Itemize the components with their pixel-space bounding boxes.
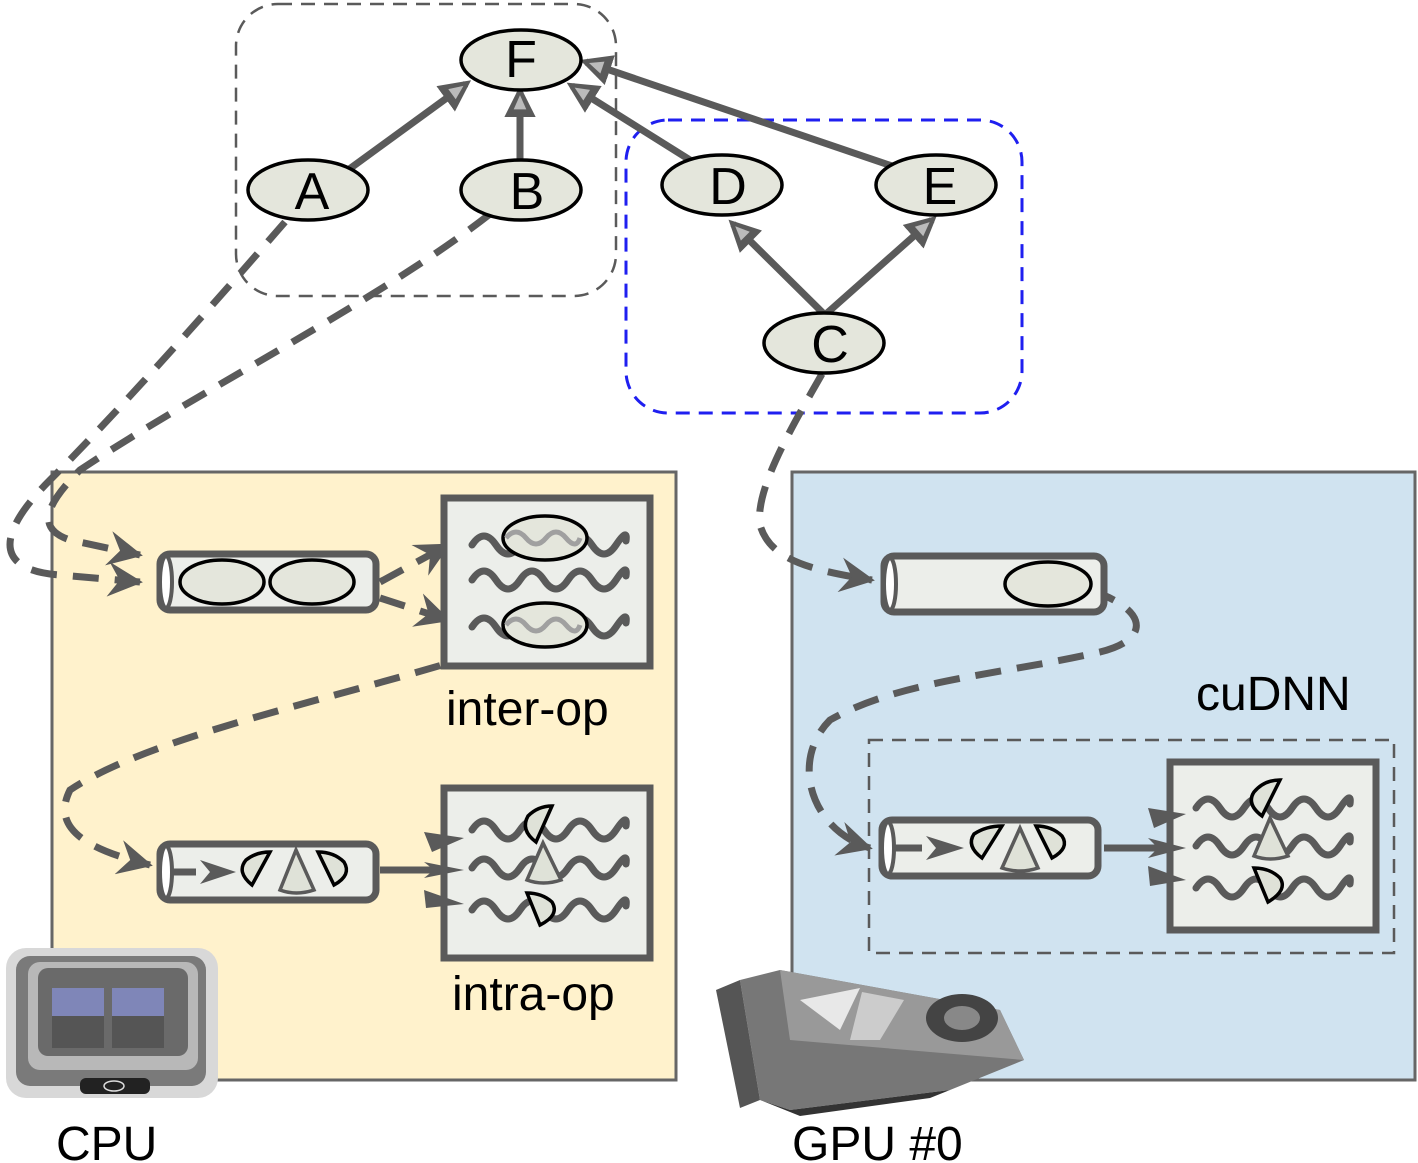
path-gpu-queue-to-cudnn bbox=[805, 586, 1140, 856]
cpu-chip-icon bbox=[6, 948, 218, 1098]
node-b-label: B bbox=[510, 163, 545, 221]
cpu-intra-op-pool bbox=[380, 784, 654, 962]
node-c-label: C bbox=[811, 316, 849, 374]
path-cpu-queue-to-pool-3 bbox=[378, 593, 451, 627]
edge-a-f bbox=[345, 80, 472, 173]
cpu-inter-op-pool bbox=[440, 494, 654, 670]
node-c[interactable]: C bbox=[762, 311, 886, 375]
cudnn-label: cuDNN bbox=[1196, 668, 1351, 721]
gpu-cudnn-pool bbox=[1104, 758, 1380, 934]
node-b[interactable]: B bbox=[459, 158, 583, 222]
intra-op-label: intra-op bbox=[452, 968, 615, 1021]
graph-nodes: F A B D E C bbox=[246, 28, 998, 375]
path-c-to-gpu-queue bbox=[756, 372, 875, 593]
queued-op-1 bbox=[178, 558, 266, 606]
edge-c-d bbox=[728, 219, 827, 317]
gpu-card-icon bbox=[716, 970, 1024, 1116]
path-cpu-queue-to-pool-1 bbox=[378, 541, 451, 586]
edge-e-f bbox=[580, 55, 894, 170]
graph-edges bbox=[345, 55, 937, 317]
node-f[interactable]: F bbox=[459, 28, 583, 92]
cpu-intra-op-queue bbox=[156, 840, 380, 904]
cudnn-box bbox=[867, 738, 1396, 955]
cluster-cpu-partition bbox=[234, 2, 618, 298]
queued-op-2 bbox=[268, 558, 356, 606]
node-d-label: D bbox=[709, 158, 747, 216]
inter-op-label: inter-op bbox=[446, 683, 609, 736]
placement-paths bbox=[6, 211, 1140, 875]
path-a-to-cpu-queue bbox=[6, 219, 288, 597]
node-e[interactable]: E bbox=[874, 153, 998, 217]
node-e-label: E bbox=[923, 158, 958, 216]
gpu-cudnn-queue bbox=[878, 816, 1102, 880]
node-f-label: F bbox=[505, 31, 537, 89]
node-a-label: A bbox=[295, 163, 330, 221]
gpu-label: GPU #0 bbox=[792, 1118, 963, 1163]
node-d[interactable]: D bbox=[660, 153, 784, 217]
queued-op-c bbox=[1003, 560, 1093, 608]
node-a[interactable]: A bbox=[246, 158, 370, 222]
cpu-inter-op-queue bbox=[156, 550, 380, 614]
edge-c-e bbox=[823, 215, 937, 317]
edge-d-f bbox=[566, 82, 692, 163]
path-b-to-cpu-queue bbox=[45, 211, 493, 566]
cpu-label: CPU bbox=[56, 1118, 157, 1163]
gpu-queue bbox=[880, 552, 1108, 616]
cluster-gpu-partition bbox=[624, 118, 1024, 415]
